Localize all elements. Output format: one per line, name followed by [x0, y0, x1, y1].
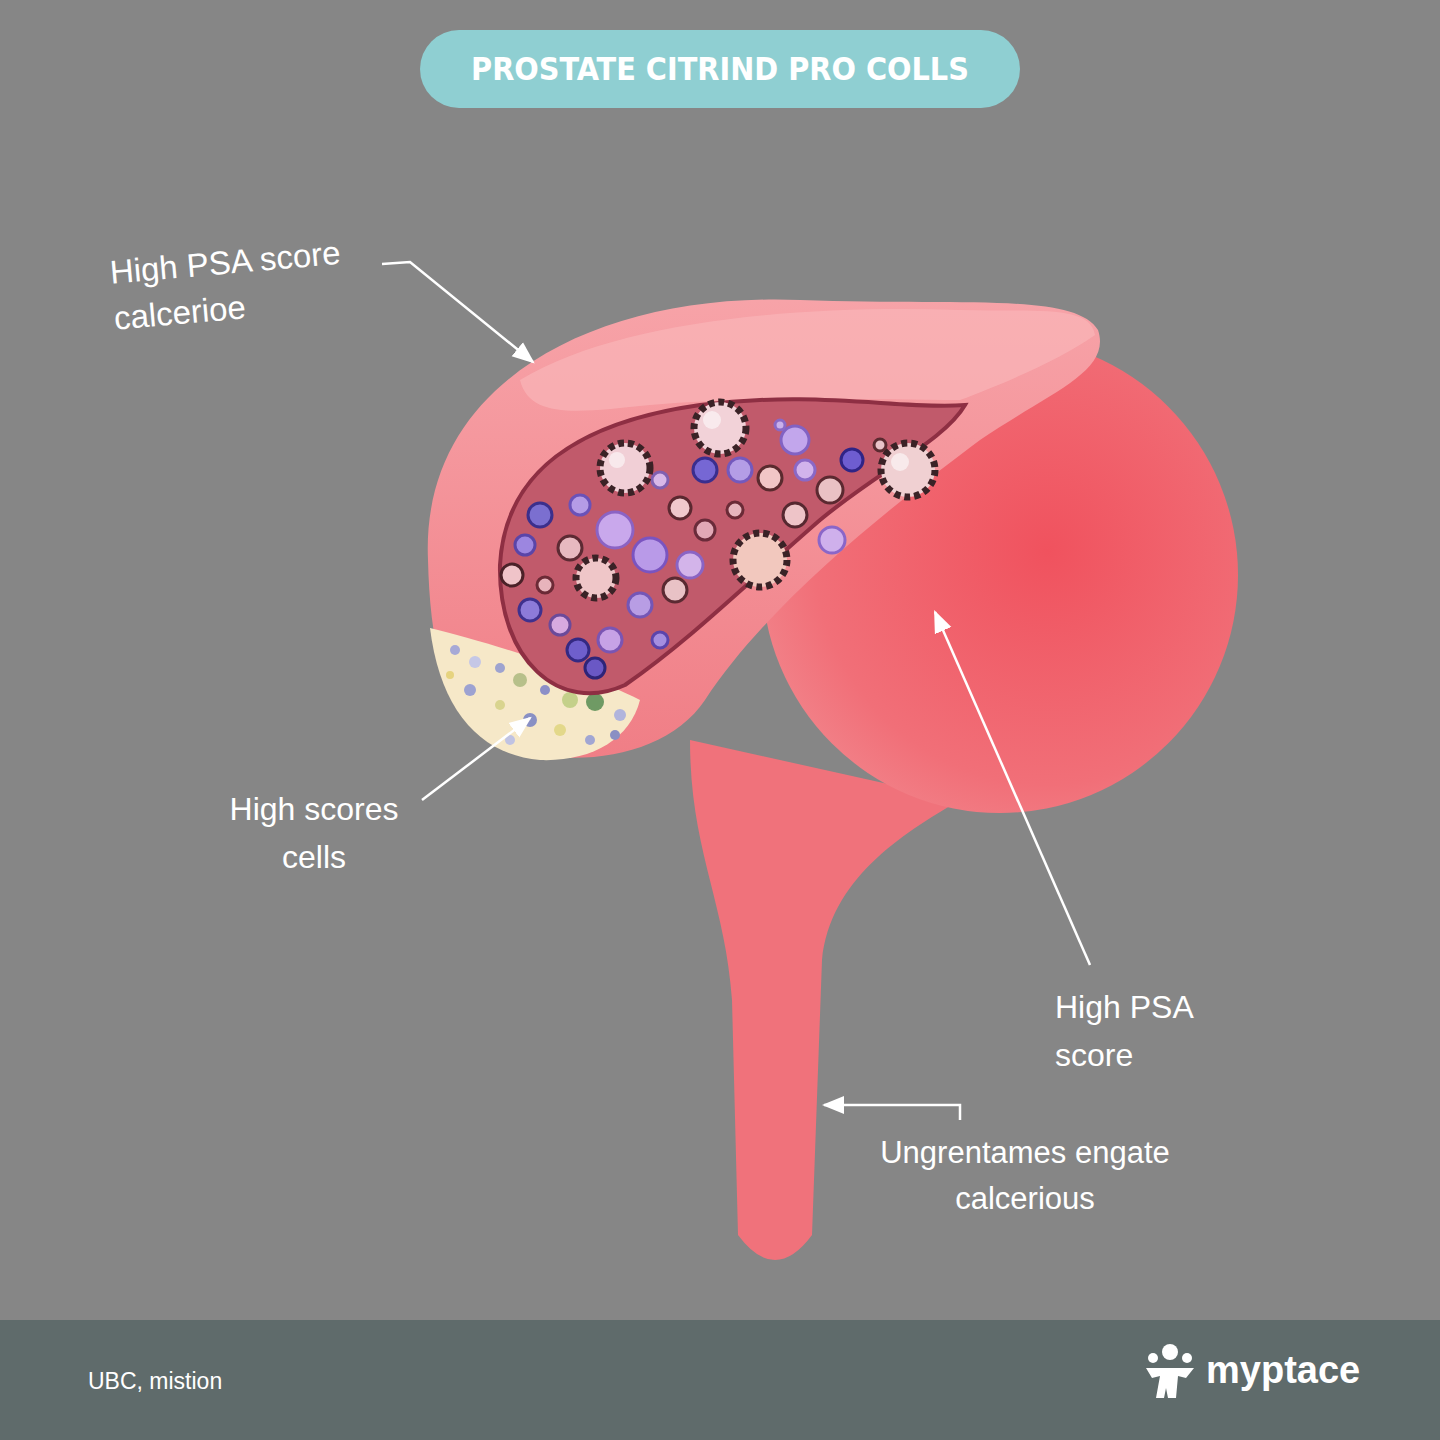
callout-label: Ungrentames engate calcerious	[860, 1130, 1190, 1222]
callout-label: High PSA score calcerioe	[108, 225, 405, 342]
diagram-title: PROSTATE CITRIND PRO COLLS	[420, 30, 1020, 108]
callout-label: High PSA score	[1055, 983, 1255, 1079]
logo-icon	[1146, 1344, 1194, 1398]
brand-name: myptace	[1206, 1346, 1360, 1394]
footer-note: UBC, mistion	[88, 1366, 222, 1396]
callout-label: High scores cells	[200, 785, 428, 881]
